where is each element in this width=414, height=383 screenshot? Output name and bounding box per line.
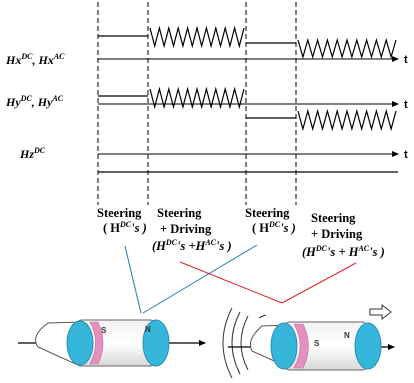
row-label-z: HzDC — [19, 146, 46, 161]
right-robot-north-cap — [354, 322, 382, 370]
axis-y-symbol: t — [404, 99, 408, 111]
right-robot-south-pole: S — [314, 339, 320, 348]
waveform-x-ac-phase2 — [149, 25, 245, 49]
phase-4-subtitle: + Driving — [311, 227, 363, 241]
connector-lines — [124, 244, 357, 314]
phase-caption-4: Steering + Driving (HDC's + HAC's ) — [302, 211, 385, 259]
phase-caption-1: Steering ( HDC's ) — [97, 206, 147, 235]
waveform-x — [98, 25, 397, 60]
phase-2-subtitle: + Driving — [160, 222, 212, 236]
right-robot-north-pole: N — [344, 331, 350, 340]
waveform-x-ac-phase4 — [297, 37, 397, 60]
left-robot-north-pole: N — [145, 325, 151, 334]
left-robot-north-cap — [142, 319, 170, 367]
phase-caption-3: Steering ( HDC's ) — [245, 206, 296, 235]
axis-x-symbol: t — [404, 54, 408, 66]
right-robot-rear-cap — [270, 322, 298, 370]
phase-3-field: ( HDC's ) — [252, 220, 296, 235]
phase-1-field: ( HDC's ) — [103, 220, 147, 235]
left-robot-south-band — [89, 321, 104, 365]
phase-2-field: (HDC's +HAC's ) — [152, 238, 232, 253]
phase-2-title: Steering — [157, 206, 202, 220]
left-robot-rear-cap — [66, 320, 94, 366]
connector-phase1-to-left-robot — [124, 245, 142, 314]
left-capsule-robot: S N — [18, 319, 206, 367]
right-robot-south-band — [293, 323, 309, 369]
phase-3-title: Steering — [245, 206, 290, 220]
connector-phase4-to-right-robot — [281, 262, 357, 304]
connector-phase3-to-left-robot — [142, 244, 258, 314]
right-capsule-robot: S N — [222, 303, 395, 379]
waveform-y-ac-phase4 — [297, 108, 397, 132]
motion-arrow-icon — [369, 303, 392, 321]
time-axes — [98, 56, 399, 157]
axis-z-symbol: t — [404, 149, 408, 161]
connector-phase2-to-right-robot — [179, 261, 283, 304]
waveform-y — [98, 86, 397, 132]
phase-4-field: (HDC's + HAC's ) — [302, 244, 385, 259]
phase-4-title: Steering — [311, 211, 356, 225]
row-label-y: HyDC, HyAC — [5, 94, 64, 109]
vibration-arcs — [222, 307, 267, 379]
left-robot-south-pole: S — [101, 326, 107, 335]
row-label-x: HxDC, HxAC — [5, 52, 65, 67]
phase-caption-2: Steering + Driving (HDC's +HAC's ) — [152, 206, 232, 253]
phase-1-title: Steering — [97, 206, 142, 220]
waveform-y-ac-phase2 — [149, 86, 245, 110]
